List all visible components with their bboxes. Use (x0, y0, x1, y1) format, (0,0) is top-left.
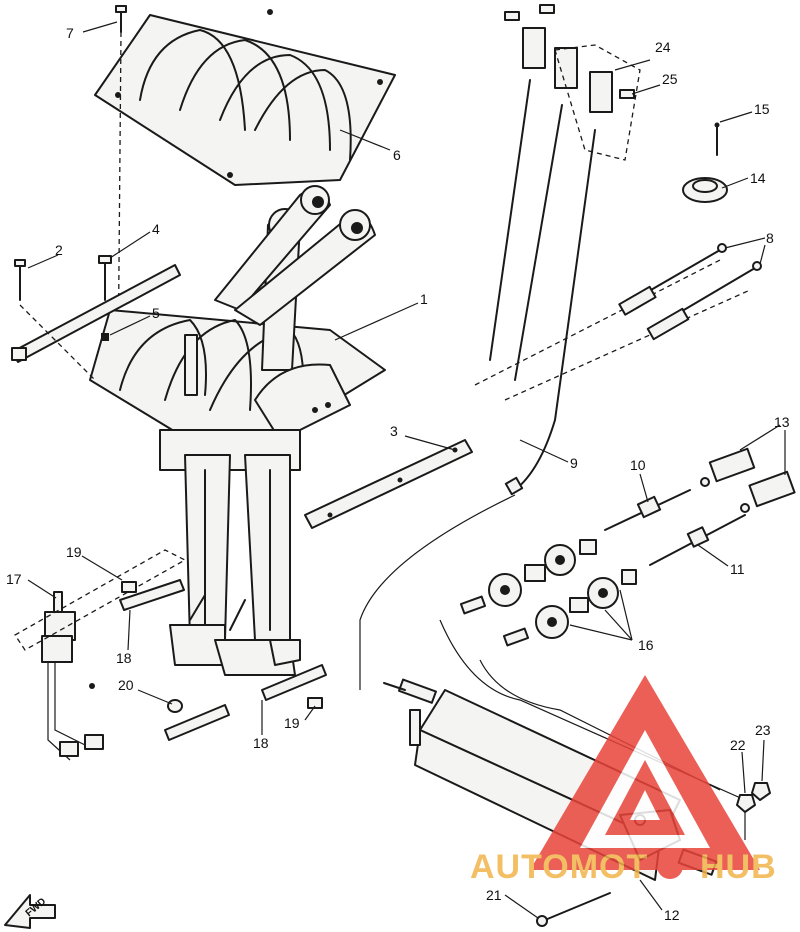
callout-9: 9 (570, 455, 578, 471)
callout-13: 13 (774, 414, 790, 430)
callout-1: 1 (420, 291, 428, 307)
callout-3: 3 (390, 423, 398, 439)
watermark-text-left: AUTOMOT (470, 848, 648, 886)
watermark: AUTOMOT HUB (470, 675, 777, 886)
callout-21: 21 (486, 887, 502, 903)
callout-25: 25 (662, 71, 678, 87)
leader-lines (27, 21, 786, 919)
grommet-14 (682, 122, 728, 203)
fwd-arrow: FWD (4, 894, 56, 929)
callout-8: 8 (766, 230, 774, 246)
watermark-o-icon (657, 853, 683, 879)
callout-10: 10 (630, 457, 646, 473)
cable-set-9 (359, 4, 751, 690)
callout-6: 6 (393, 147, 401, 163)
callout-2: 2 (55, 242, 63, 258)
callout-18a: 18 (116, 650, 132, 666)
cover-plate (94, 9, 396, 186)
callout-15: 15 (754, 101, 770, 117)
callout-4: 4 (152, 221, 160, 237)
watermark-text-right: HUB (700, 848, 777, 886)
callout-11: 11 (730, 561, 745, 577)
fittings-16 (459, 539, 637, 647)
switch-17 (14, 549, 187, 761)
callout-22: 22 (730, 737, 746, 753)
rod-set-8 (618, 243, 762, 341)
callout-17: 17 (6, 571, 22, 587)
bracket-strip (11, 255, 181, 381)
plate-3 (304, 439, 473, 529)
callout-16: 16 (638, 637, 654, 653)
callout-7: 7 (66, 25, 74, 41)
callout-12: 12 (664, 907, 680, 923)
callout-23: 23 (755, 722, 771, 738)
callout-19b: 19 (284, 715, 300, 731)
callout-18b: 18 (253, 735, 269, 751)
control-housing (89, 185, 386, 676)
callout-24: 24 (655, 39, 671, 55)
cable-10-11 (604, 447, 796, 566)
callout-19a: 19 (66, 544, 82, 560)
callout-14: 14 (750, 170, 766, 186)
callout-5: 5 (152, 305, 160, 321)
bracket-18 (119, 579, 327, 741)
callout-20: 20 (118, 677, 134, 693)
callout-labels: 7 2 4 5 6 1 3 9 24 25 15 14 8 13 10 11 1… (6, 25, 790, 923)
